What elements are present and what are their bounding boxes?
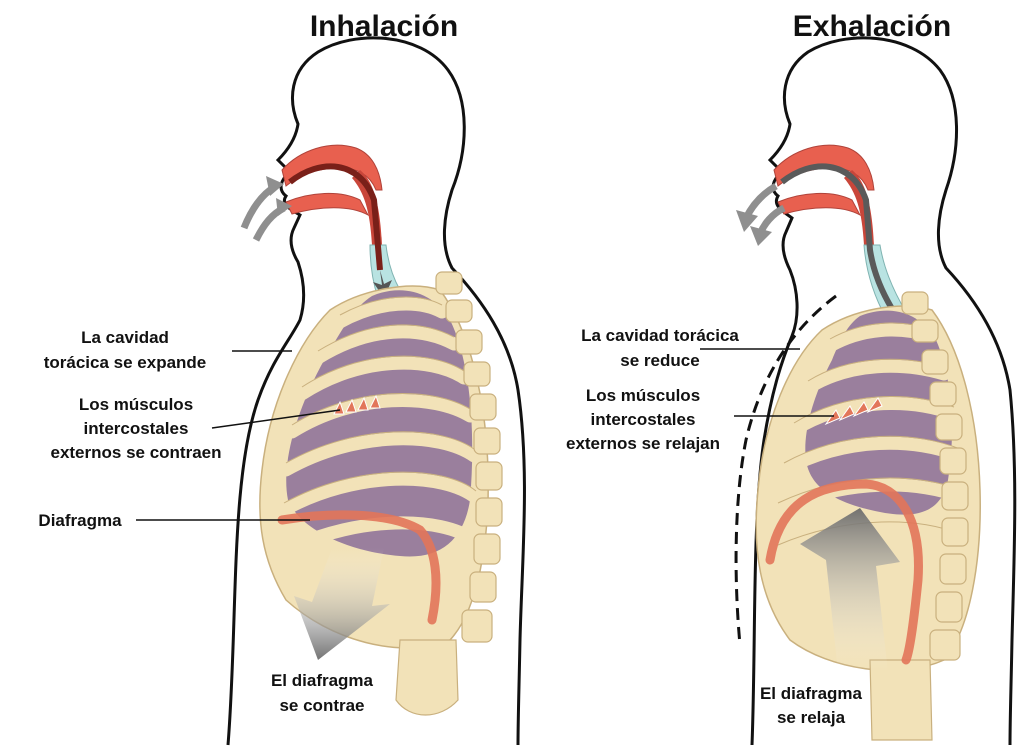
inhale-cavity-label-2: torácica se expande: [44, 353, 207, 372]
exhale-spine: [869, 291, 969, 741]
inhale-diaphragm-action-1: El diafragma: [271, 671, 374, 690]
exhale-muscles-label-1: Los músculos: [586, 386, 700, 405]
inhale-spine: [395, 271, 503, 716]
exhale-muscles-label-2: intercostales: [591, 410, 696, 429]
inhale-muscles-label-3: externos se contraen: [50, 443, 221, 462]
inhale-air-arrowhead-upper: [266, 176, 284, 196]
inhale-cavity-label-1: La cavidad: [81, 328, 169, 347]
inhale-diaphragm-action-2: se contrae: [279, 696, 364, 715]
exhale-cavity-label-2: se reduce: [620, 351, 699, 370]
inhale-mouth-airway: [285, 192, 370, 217]
exhale-diaphragm-action-2: se relaja: [777, 708, 846, 727]
inhale-diaphragm: [277, 510, 441, 625]
inhale-diaphragm-label: Diafragma: [38, 511, 122, 530]
exhale-air-arrowhead-lower: [750, 226, 772, 246]
inhale-intercostal-arrows: [333, 394, 381, 415]
exhale-diaphragm: [765, 479, 923, 665]
exhale-expanded-outline: [734, 294, 837, 646]
inhale-rib-outlines: [283, 296, 477, 504]
exhale-intercostal-arrows: [824, 397, 883, 426]
exhale-airflow-path: [780, 163, 897, 314]
exhale-mouth-airway: [777, 192, 862, 217]
exhale-muscles-label-3: externos se relajan: [566, 434, 720, 453]
inhale-muscles-label-2: intercostales: [84, 419, 189, 438]
exhale-cavity-label-1: La cavidad torácica: [581, 326, 739, 345]
exhale-diaphragm-action-1: El diafragma: [760, 684, 863, 703]
exhale-panel: Exhalación: [566, 10, 1017, 746]
inhale-air-arrowhead-lower: [276, 198, 292, 216]
inhale-diaphragm-arrow: [294, 548, 390, 660]
inhale-muscles-leader: [211, 409, 341, 429]
inhale-trachea-arrow: [373, 270, 392, 298]
inhale-body-outline: [226, 36, 526, 746]
inhale-panel: Inhalación: [38, 10, 526, 746]
exhale-air-arrowhead-upper: [736, 210, 758, 232]
inhale-airflow-path: [288, 163, 383, 271]
inhale-muscles-label-1: Los músculos: [79, 395, 193, 414]
exhale-diaphragm-arrow: [800, 508, 900, 672]
